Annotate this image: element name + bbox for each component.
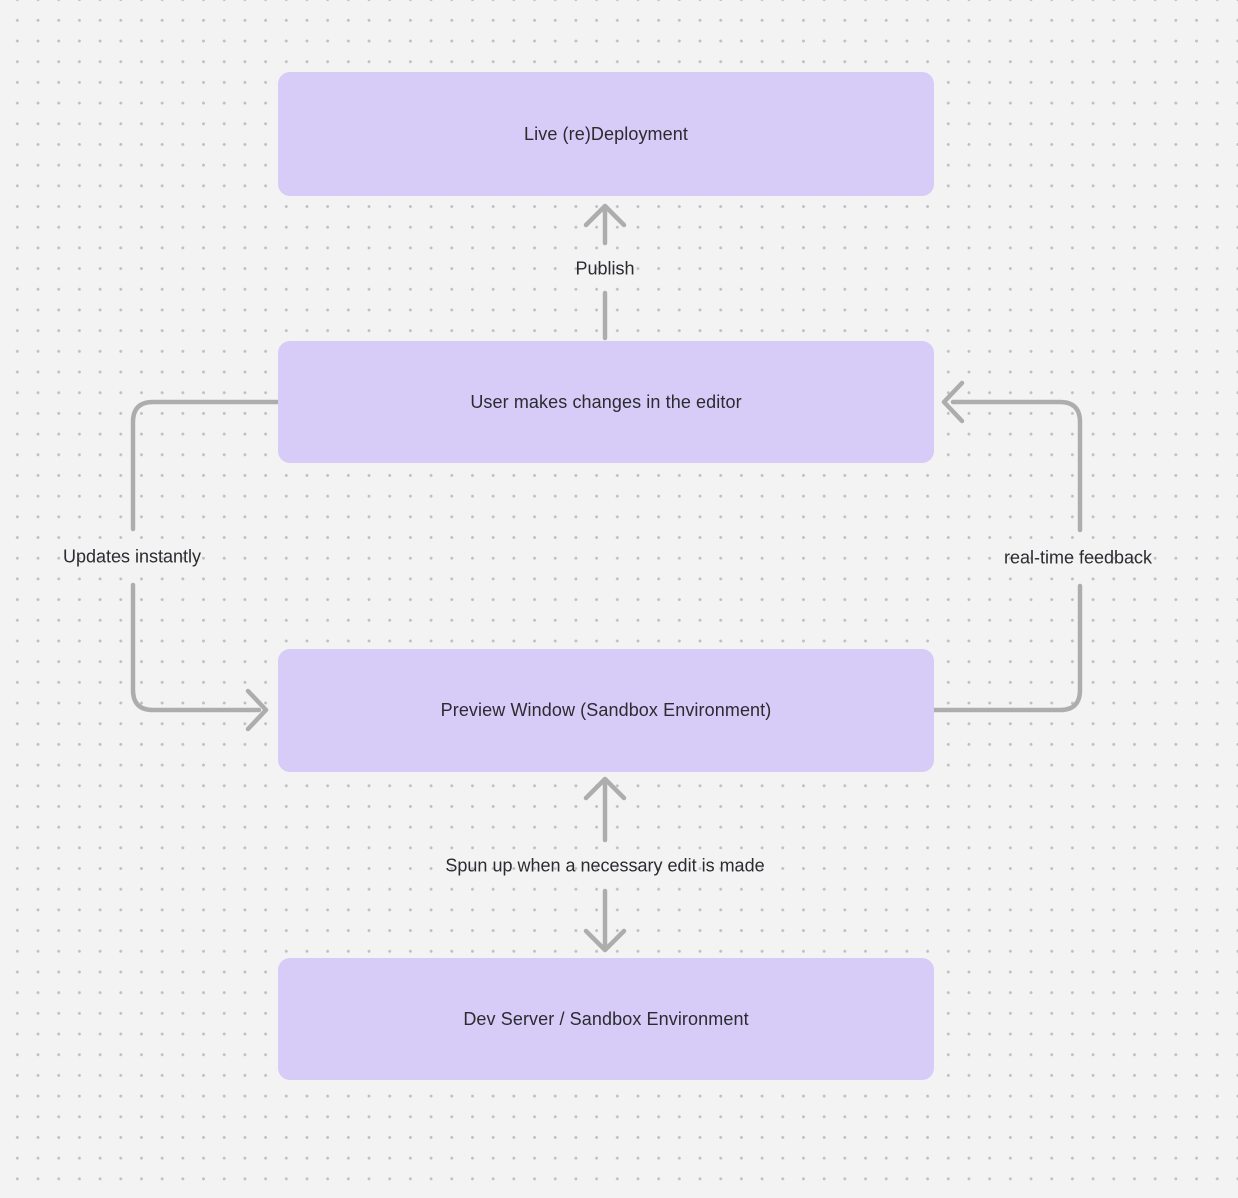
real-time-feedback-arrow [931, 380, 1083, 713]
arrowhead-right-icon [245, 688, 269, 732]
edge-label-real-time-feedback: real-time feedback [1003, 547, 1153, 568]
edge-label-publish: Publish [575, 258, 635, 279]
node-user-editor[interactable]: User makes changes in the editor [278, 341, 934, 463]
node-preview-window[interactable]: Preview Window (Sandbox Environment) [278, 649, 934, 772]
node-live-deployment[interactable]: Live (re)Deployment [278, 72, 934, 196]
node-label: Preview Window (Sandbox Environment) [440, 700, 772, 720]
edge-label-updates-instantly: Updates instantly [62, 546, 202, 567]
node-label: Dev Server / Sandbox Environment [463, 1008, 749, 1029]
node-dev-server[interactable]: Dev Server / Sandbox Environment [278, 958, 934, 1080]
node-label: Live (re)Deployment [524, 123, 688, 144]
arrowhead-up-icon [583, 776, 627, 801]
arrowhead-left-icon [941, 380, 965, 424]
edge-label-spun-up: Spun up when a necessary edit is made [445, 855, 765, 876]
arrowhead-down-icon [583, 928, 627, 953]
node-label: User makes changes in the editor [470, 391, 742, 412]
arrowhead-up-icon [583, 203, 627, 228]
